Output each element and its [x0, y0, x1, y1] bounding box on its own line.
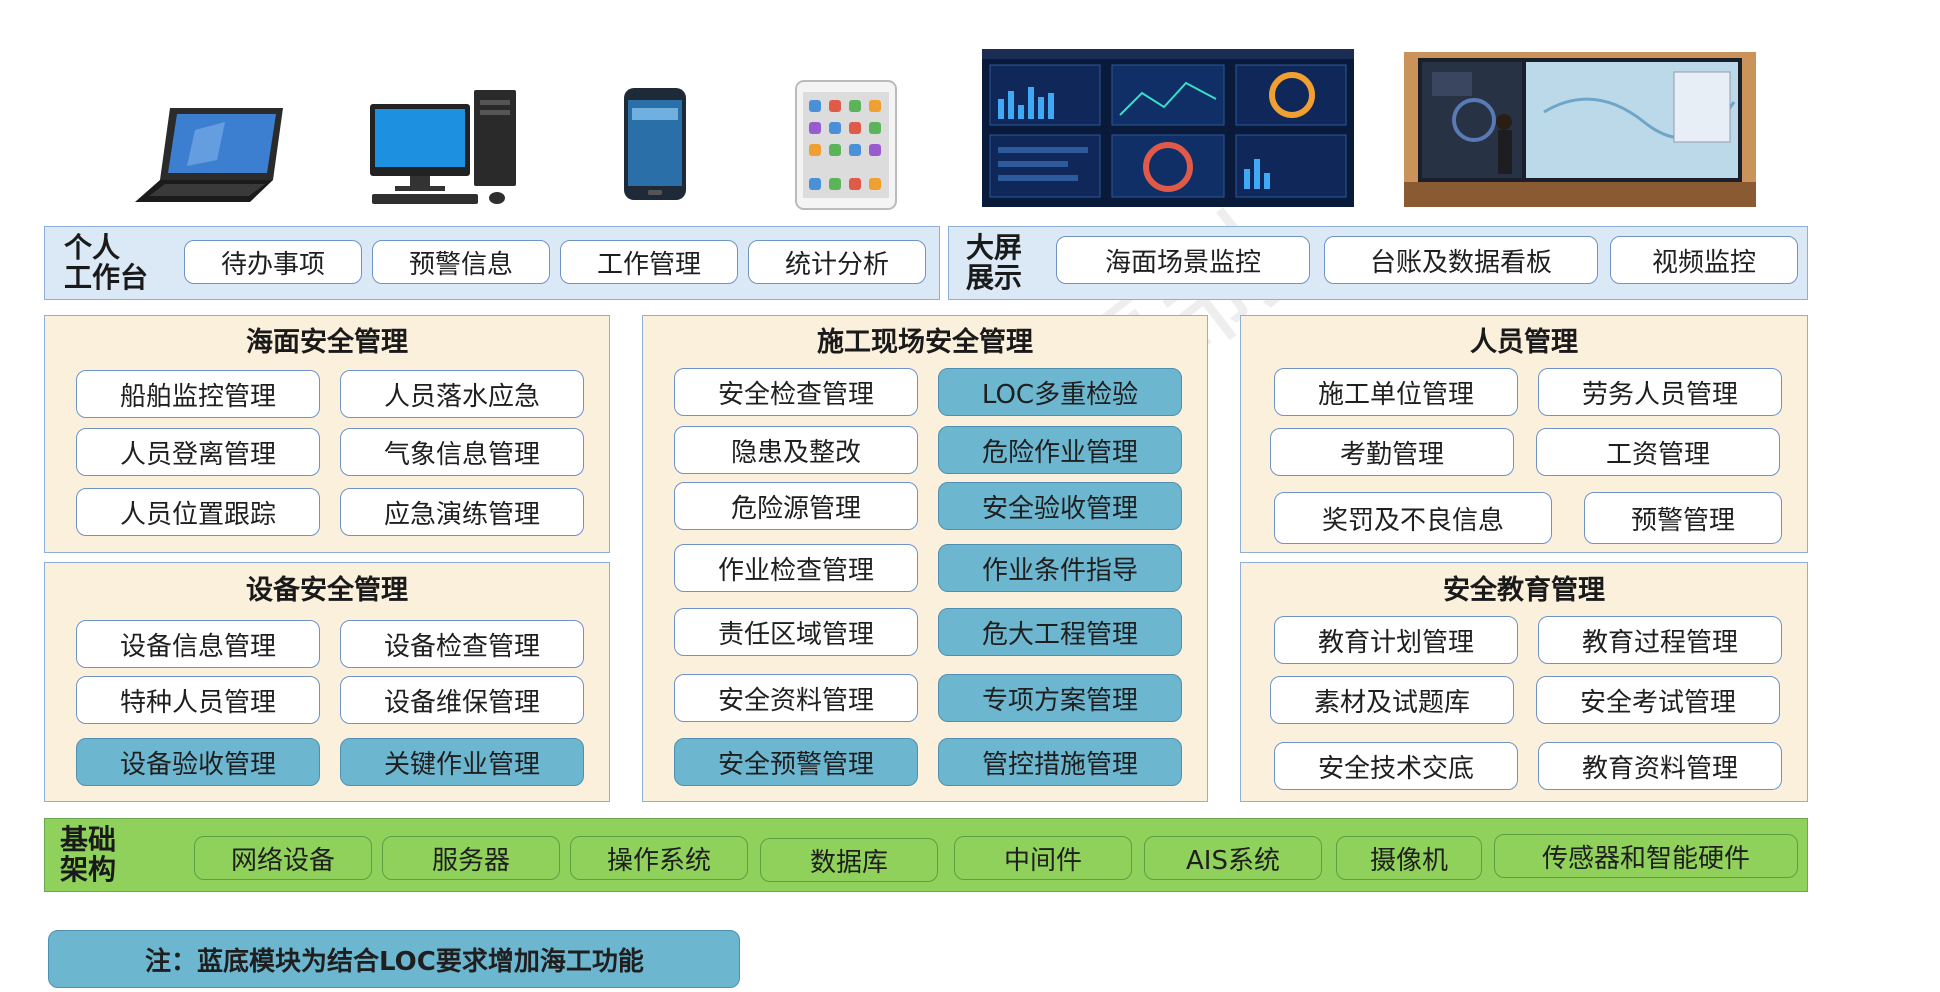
responsibility-area-button[interactable]: 责任区域管理 [674, 608, 918, 656]
safety-acceptance-button[interactable]: 安全验收管理 [938, 482, 1182, 530]
big-screen-dashboard-image [982, 49, 1354, 207]
sea-safety-title: 海面安全管理 [246, 327, 408, 358]
operating-system-button[interactable]: 操作系统 [570, 836, 748, 880]
safety-check-button[interactable]: 安全检查管理 [674, 368, 918, 416]
middleware-button[interactable]: 中间件 [954, 836, 1132, 880]
safety-education-title: 安全教育管理 [1443, 575, 1605, 606]
server-button[interactable]: 服务器 [382, 836, 560, 880]
technical-briefing-button[interactable]: 安全技术交底 [1274, 742, 1518, 790]
equipment-acceptance-button[interactable]: 设备验收管理 [76, 738, 320, 786]
statistics-button[interactable]: 统计分析 [748, 240, 926, 284]
equipment-maintenance-button[interactable]: 设备维保管理 [340, 676, 584, 724]
dangerous-work-button[interactable]: 危险作业管理 [938, 426, 1182, 474]
todo-button[interactable]: 待办事项 [184, 240, 362, 284]
personnel-tracking-button[interactable]: 人员位置跟踪 [76, 488, 320, 536]
education-process-button[interactable]: 教育过程管理 [1538, 616, 1782, 664]
personal-workbench-label: 个人 工作台 [64, 231, 149, 294]
equipment-safety-title: 设备安全管理 [246, 575, 408, 606]
man-overboard-button[interactable]: 人员落水应急 [340, 370, 584, 418]
desktop-computer-icon [370, 90, 516, 204]
ship-monitoring-button[interactable]: 船舶监控管理 [76, 370, 320, 418]
work-condition-button[interactable]: 作业条件指导 [938, 544, 1182, 592]
network-device-button[interactable]: 网络设备 [194, 836, 372, 880]
equipment-inspection-button[interactable]: 设备检查管理 [340, 620, 584, 668]
special-personnel-button[interactable]: 特种人员管理 [76, 676, 320, 724]
ledger-dashboard-button[interactable]: 台账及数据看板 [1324, 236, 1598, 284]
database-button[interactable]: 数据库 [760, 838, 938, 882]
salary-button[interactable]: 工资管理 [1536, 428, 1780, 476]
boarding-management-button[interactable]: 人员登离管理 [76, 428, 320, 476]
warning-info-button[interactable]: 预警信息 [372, 240, 550, 284]
safety-documents-button[interactable]: 安全资料管理 [674, 674, 918, 722]
reward-penalty-button[interactable]: 奖罚及不良信息 [1274, 492, 1552, 544]
control-measures-button[interactable]: 管控措施管理 [938, 738, 1182, 786]
loc-inspection-button[interactable]: LOC多重检验 [938, 368, 1182, 416]
work-management-button[interactable]: 工作管理 [560, 240, 738, 284]
infrastructure-label: 基础 架构 [60, 823, 117, 886]
warning-management-button[interactable]: 预警管理 [1584, 492, 1782, 544]
special-plan-button[interactable]: 专项方案管理 [938, 674, 1182, 722]
sea-monitoring-button[interactable]: 海面场景监控 [1056, 236, 1310, 284]
labor-management-button[interactable]: 劳务人员管理 [1538, 368, 1782, 416]
tablet-icon [795, 80, 897, 210]
key-operation-button[interactable]: 关键作业管理 [340, 738, 584, 786]
legend-note: 注：蓝底模块为结合LOC要求增加海工功能 [48, 930, 740, 988]
work-inspection-button[interactable]: 作业检查管理 [674, 544, 918, 592]
smartphone-icon [624, 88, 686, 200]
hazard-source-button[interactable]: 危险源管理 [674, 482, 918, 530]
education-materials-button[interactable]: 教育资料管理 [1538, 742, 1782, 790]
site-safety-title: 施工现场安全管理 [817, 327, 1033, 358]
major-project-button[interactable]: 危大工程管理 [938, 608, 1182, 656]
camera-button[interactable]: 摄像机 [1336, 836, 1482, 880]
attendance-button[interactable]: 考勤管理 [1270, 428, 1514, 476]
big-screen-label: 大屏 展示 [966, 231, 1023, 294]
video-monitoring-button[interactable]: 视频监控 [1610, 236, 1798, 284]
monitoring-wall-image [1404, 52, 1756, 207]
ais-system-button[interactable]: AIS系统 [1144, 836, 1322, 880]
sensor-hardware-button[interactable]: 传感器和智能硬件 [1494, 834, 1798, 878]
safety-warning-button[interactable]: 安全预警管理 [674, 738, 918, 786]
weather-info-button[interactable]: 气象信息管理 [340, 428, 584, 476]
emergency-drill-button[interactable]: 应急演练管理 [340, 488, 584, 536]
education-plan-button[interactable]: 教育计划管理 [1274, 616, 1518, 664]
laptop-icon [135, 108, 283, 202]
personnel-title: 人员管理 [1470, 327, 1578, 358]
hazard-rectification-button[interactable]: 隐患及整改 [674, 426, 918, 474]
question-bank-button[interactable]: 素材及试题库 [1270, 676, 1514, 724]
equipment-info-button[interactable]: 设备信息管理 [76, 620, 320, 668]
safety-exam-button[interactable]: 安全考试管理 [1536, 676, 1780, 724]
contractor-management-button[interactable]: 施工单位管理 [1274, 368, 1518, 416]
